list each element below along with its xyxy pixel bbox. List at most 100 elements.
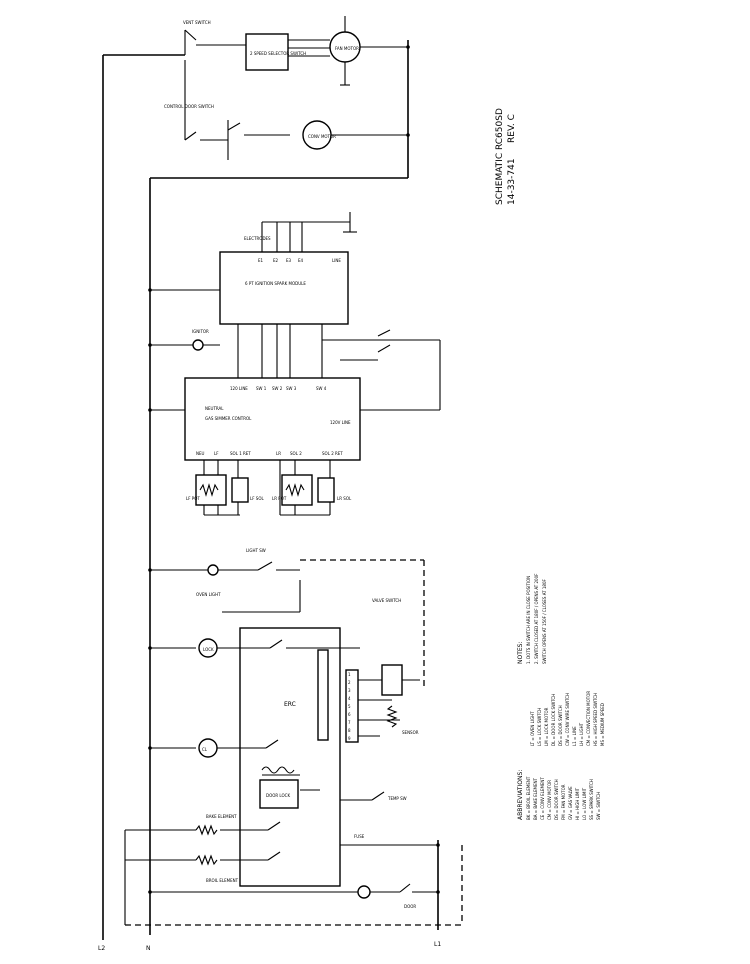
gas-terminal-sol2ret: SOL 2 RET <box>322 451 343 456</box>
abbrev-right-9: CM = CONVECTION MOTOR <box>586 691 591 746</box>
abbrev-right-6: CW = CONV WIRE SWITCH <box>565 693 570 746</box>
label-l2: L2 <box>98 945 105 952</box>
spark-terminal-e3: E3 <box>286 258 292 263</box>
label-bake-element: BAKE ELEMENT <box>206 814 237 819</box>
erc-pin-3: 3 <box>348 688 351 693</box>
abbrev-right-8: LH = LIGHT <box>579 722 584 746</box>
gas-terminal-lf: LF <box>214 451 219 456</box>
abbrev-8: HI = HIGH LIMIT <box>575 787 580 820</box>
oven-light-symbol <box>207 564 219 576</box>
abbrev-1: BK = BROIL ELEMENT <box>526 776 531 820</box>
label-oven-light: OVEN LIGHT <box>196 592 221 597</box>
abbrev-right-2: LS = LOCK SWITCH <box>537 708 542 746</box>
lock-module-box <box>259 779 299 809</box>
label-control-door-switch: CONTROL DOOR SWITCH <box>164 104 214 109</box>
note-1: 1. DOTS IN SWITCH ARE IN CLOSE POSITION <box>526 576 531 664</box>
lr-sol-box <box>317 477 335 503</box>
title-block: SCHEMATIC RC650SD 14-33-741 REV. C <box>495 108 517 205</box>
spark-module-box <box>219 251 349 325</box>
transformer-coil <box>261 766 295 774</box>
junction-dots <box>148 45 440 894</box>
label-l1: L1 <box>434 941 441 948</box>
label-120v-line: 120V LINE <box>330 420 351 425</box>
ignitor: IGNITOR <box>150 329 220 351</box>
erc-pin-6: 6 <box>348 712 351 717</box>
label-lf-pot: LF POT <box>186 496 200 501</box>
label-fuse: FUSE <box>354 834 365 839</box>
conv-motor-circuit: CONTROL DOOR SWITCH CONV MOTOR <box>164 60 408 160</box>
erc-pin-block: 1 2 3 4 5 6 7 8 9 SENSOR <box>345 664 420 743</box>
erc-pin-8: 8 <box>348 728 351 733</box>
erc-pin-4: 4 <box>348 696 351 701</box>
gas-terminal-sw3: SW 3 <box>286 386 297 391</box>
supply-rails <box>102 40 439 940</box>
gas-control-box <box>184 377 361 461</box>
label-fan-motor: FAN MOTOR <box>335 46 359 51</box>
label-lf-sol: LF SOL <box>250 496 264 501</box>
spark-terminal-e1: E1 <box>258 258 264 263</box>
gas-terminal-sol2: SOL 2 <box>290 451 302 456</box>
label-door: DOOR <box>404 904 416 909</box>
abbrev-right-3: LM = LOCK MOTOR <box>544 707 549 746</box>
abbrev-11: SW = SWITCH <box>596 792 601 820</box>
schematic-title: SCHEMATIC RC650SD <box>495 108 505 205</box>
schematic-doc-number: 14-33-741 <box>507 158 517 205</box>
abbrev-right-1: LT = OVEN LIGHT <box>530 711 535 746</box>
gas-terminal-120line: 120 LINE <box>230 386 248 391</box>
gas-terminal-sw4: SW 4 <box>316 386 327 391</box>
abbrev-5: DS = DOOR SWITCH <box>554 779 559 820</box>
abbreviations-block: ABBREVIATIONS: BK = BROIL ELEMENT BA = B… <box>517 770 601 820</box>
pots-solenoids: LF POT LF SOL LR POT LR SOL <box>186 474 352 516</box>
abbreviations-heading: ABBREVIATIONS: <box>517 770 524 820</box>
label-two-speed-switch: 2 SPEED SELECTOR SWITCH <box>250 51 306 56</box>
abbrev-7: GV = GAS VALVE <box>568 786 573 820</box>
notes-block: NOTES: 1. DOTS IN SWITCH ARE IN CLOSE PO… <box>517 573 547 664</box>
erc-pin-1: 1 <box>348 672 351 677</box>
abbrev-9: LO = LOW LIMIT <box>582 787 587 820</box>
gas-terminal-sw1: SW 1 <box>256 386 267 391</box>
lr-pot-resistor <box>285 483 305 497</box>
abbrev-right-10: HS = HIGH SPEED SWITCH <box>593 693 598 746</box>
ignitor-symbol <box>192 339 204 351</box>
label-valve-switch: VALVE SWITCH <box>372 598 401 603</box>
label-sensor: SENSOR <box>402 730 419 735</box>
spark-module: 6 PT IGNITION SPARK MODULE ELECTRODES E1… <box>150 212 357 325</box>
abbrev-right-block: LT = OVEN LIGHT LS = LOCK SWITCH LM = LO… <box>530 691 605 746</box>
label-cl: CL <box>202 747 208 752</box>
spark-terminal-e2: E2 <box>273 258 279 263</box>
label-light-switch: LIGHT SW <box>246 548 266 553</box>
label-spark-module: 6 PT IGNITION SPARK MODULE <box>245 281 306 286</box>
label-ignitor: IGNITOR <box>192 329 209 334</box>
sensor-resistor <box>386 705 398 728</box>
label-door-lock: DOOR LOCK <box>266 793 290 798</box>
note-2: 2. SWITCH CLOSED AT 180F / OPENS AT 200F <box>534 573 539 664</box>
erc-pin-header <box>345 669 359 743</box>
element-circuits: BAKE ELEMENT BROIL ELEMENT FUSE TEMP SW … <box>124 791 463 926</box>
label-vent-switch: VENT SWITCH <box>183 20 211 25</box>
erc-pin-2: 2 <box>348 680 351 685</box>
label-n: N <box>146 945 151 952</box>
spark-terminal-line: LINE <box>332 258 341 263</box>
abbrev-right-4: DL = DOOR LOCK SWITCH <box>551 694 556 746</box>
fan-circuit: VENT SWITCH 2 SPEED SELECTOR SWITCH FAN … <box>183 16 408 86</box>
two-speed-switch-box <box>245 33 289 71</box>
erc-pin-9: 9 <box>348 736 351 741</box>
door-switch-symbol <box>357 885 371 899</box>
schematic-revision: REV. C <box>507 114 517 143</box>
broil-element-resistor <box>195 854 218 866</box>
abbrev-10: SS = SPARK SWITCH <box>589 779 594 820</box>
label-erc: ERC <box>284 701 296 708</box>
erc-pin-5: 5 <box>348 704 351 709</box>
gas-simmer-control: GAS SIMMER CONTROL NEUTRAL 120V LINE 120… <box>150 324 441 515</box>
lf-sol-box <box>231 477 249 503</box>
gas-terminal-sw2: SW 2 <box>272 386 283 391</box>
abbrev-right-7: L1 = LINE <box>572 726 577 746</box>
label-lr-pot: LR POT <box>272 496 287 501</box>
door-lock-switch-box <box>381 664 403 696</box>
abbrev-right-5: DS = DOOR SWITCH <box>558 705 563 746</box>
gas-terminal-neu: NEU <box>196 451 205 456</box>
label-gas-control: GAS SIMMER CONTROL <box>205 416 252 421</box>
erc-display <box>317 649 329 741</box>
